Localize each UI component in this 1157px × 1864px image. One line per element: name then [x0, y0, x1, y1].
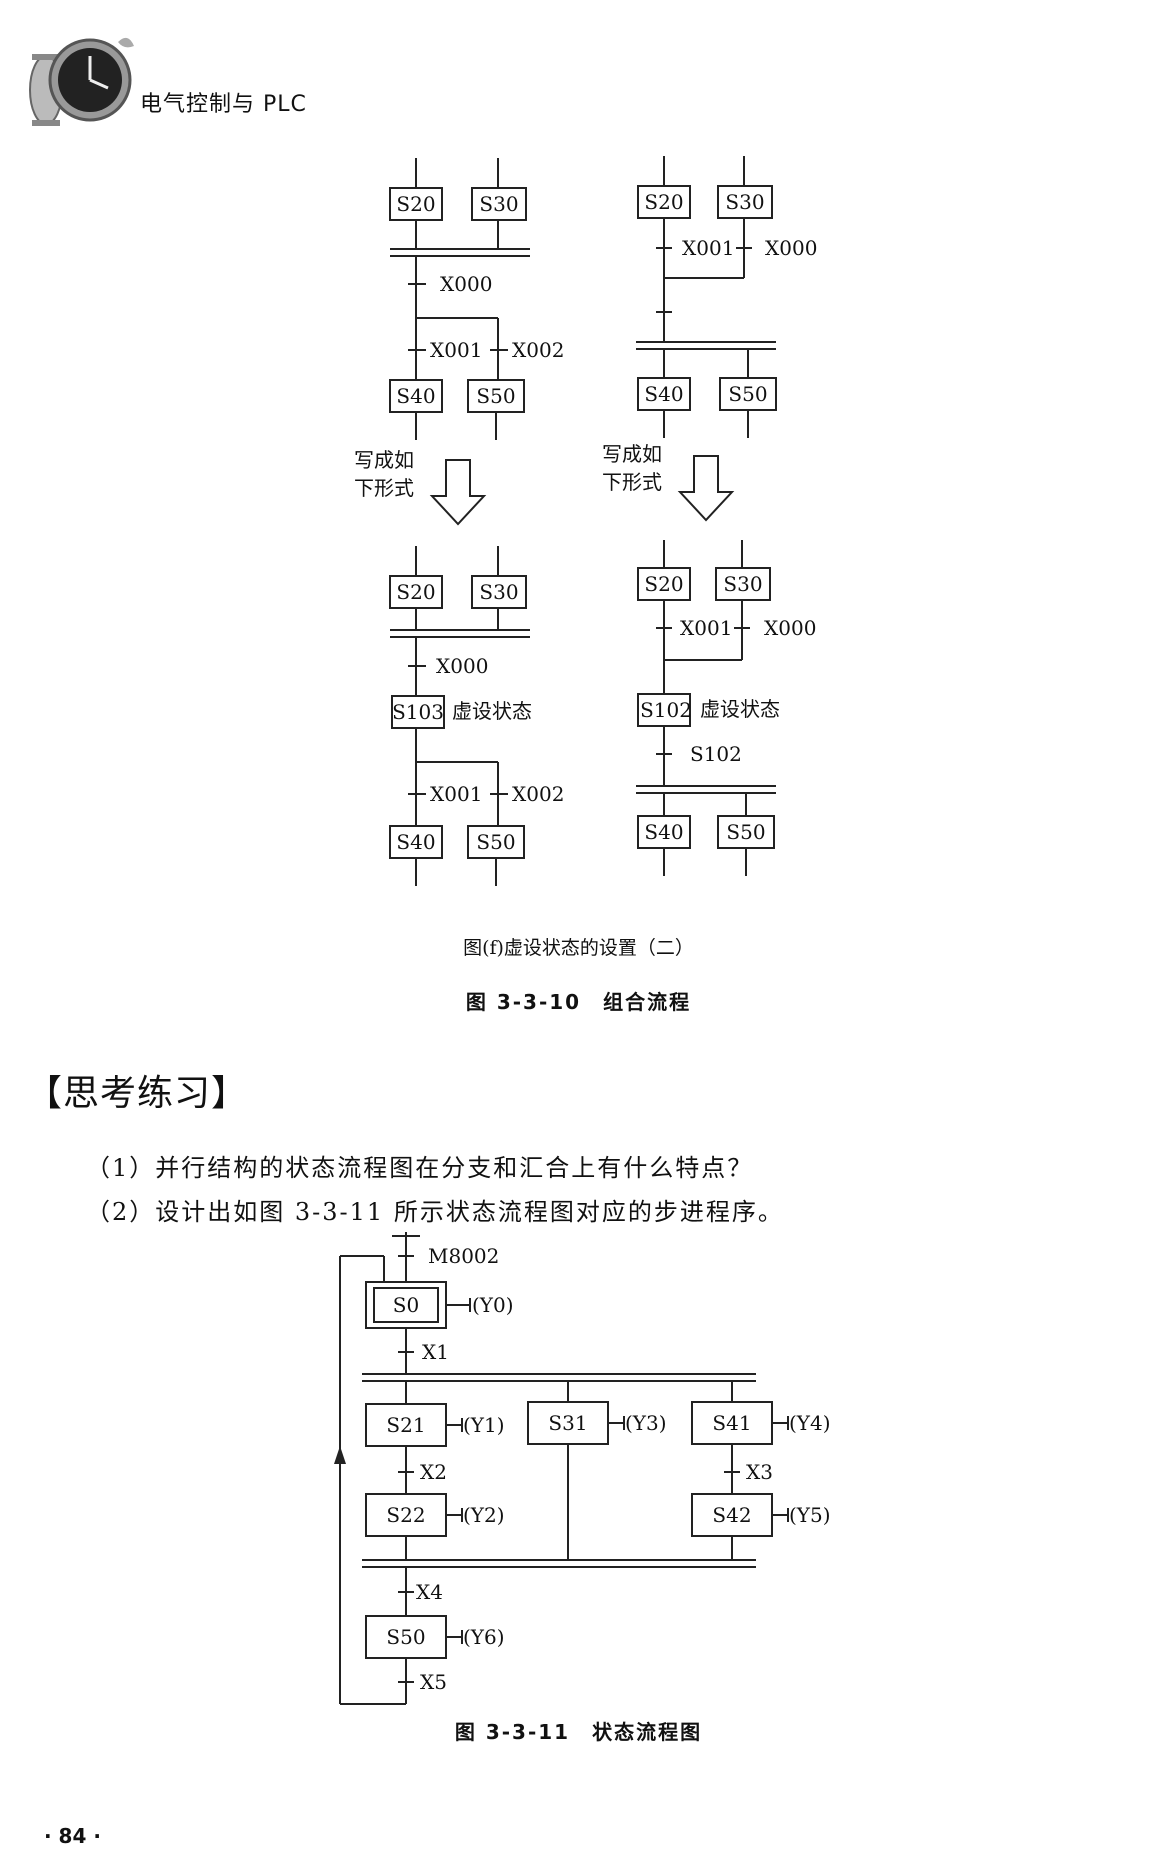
page-number: · 84 · — [44, 1824, 101, 1848]
label-s22: S22 — [386, 1503, 425, 1527]
figure-3-3-10: S20 S30 X000 X001 X002 S40 S50 — [354, 156, 817, 886]
label-s50-d: S50 — [726, 820, 765, 844]
header-title: 电气控制与 PLC — [140, 92, 307, 117]
diagram-d — [636, 540, 776, 876]
label-s30-c: S30 — [479, 580, 518, 604]
label-x000-d: X000 — [764, 616, 816, 640]
label-s21: S21 — [386, 1413, 425, 1437]
figure-caption-3-3-11: 图 3-3-11 状态流程图 — [454, 1720, 703, 1744]
label-s30: S30 — [479, 192, 518, 216]
label-y2: (Y2) — [463, 1503, 505, 1527]
label-y3: (Y3) — [625, 1411, 667, 1435]
label-s102-trans: S102 — [690, 742, 742, 766]
label-s102: S102 — [640, 698, 692, 722]
label-y6: (Y6) — [463, 1625, 505, 1649]
label-s40: S40 — [396, 384, 435, 408]
arrow-text-2-b: 下形式 — [602, 470, 662, 494]
label-y1: (Y1) — [463, 1413, 505, 1437]
label-x5: X5 — [420, 1670, 447, 1694]
label-x1: X1 — [422, 1340, 449, 1364]
question-2: （2）设计出如图 3-3-11 所示状态流程图对应的步进程序。 — [86, 1198, 784, 1226]
label-x3: X3 — [746, 1460, 773, 1484]
figure-caption-3-3-10: 图 3-3-10 组合流程 — [465, 990, 692, 1014]
label-s41: S41 — [712, 1411, 751, 1435]
label-s20-b: S20 — [644, 190, 683, 214]
down-arrow-icon — [677, 455, 735, 522]
arrow-text-1: 写成如 — [354, 448, 414, 472]
label-s31: S31 — [548, 1411, 587, 1435]
label-s30-d: S30 — [723, 572, 762, 596]
diagram-c — [389, 546, 530, 886]
label-x001-c: X001 — [430, 782, 482, 806]
label-virtual-c: 虚设状态 — [452, 699, 532, 723]
label-s30-b: S30 — [725, 190, 764, 214]
diagram-a — [389, 158, 530, 440]
label-s40-d: S40 — [644, 820, 683, 844]
label-s50: S50 — [476, 384, 515, 408]
section-title: 【思考练习】 — [26, 1073, 249, 1114]
label-s0: S0 — [393, 1293, 419, 1317]
label-x4: X4 — [416, 1580, 443, 1604]
label-s50: S50 — [386, 1625, 425, 1649]
label-s50-c: S50 — [476, 830, 515, 854]
label-s40-b: S40 — [644, 382, 683, 406]
label-x2: X2 — [420, 1460, 447, 1484]
figure-3-3-11: M8002 S0 (Y0) X1 S21 (Y1) S31 (Y3) S41 (… — [334, 1232, 831, 1705]
label-s20-d: S20 — [644, 572, 683, 596]
label-x000: X000 — [440, 272, 492, 296]
clock-logo-icon — [29, 37, 134, 126]
label-x002-c: X002 — [512, 782, 564, 806]
label-x002: X002 — [512, 338, 564, 362]
diagram-b — [636, 156, 777, 438]
down-arrow-icon — [429, 459, 487, 526]
label-s40-c: S40 — [396, 830, 435, 854]
figure-subcaption: 图(f)虚设状态的设置（二） — [463, 937, 694, 959]
label-m8002: M8002 — [428, 1244, 499, 1268]
label-s50-b: S50 — [728, 382, 767, 406]
label-y0: (Y0) — [472, 1293, 514, 1317]
label-s103: S103 — [392, 700, 444, 724]
label-s42: S42 — [712, 1503, 751, 1527]
label-x000-c: X000 — [436, 654, 488, 678]
label-s20: S20 — [396, 192, 435, 216]
label-virtual-d: 虚设状态 — [700, 697, 780, 721]
label-x000-b: X000 — [765, 236, 817, 260]
label-y4: (Y4) — [789, 1411, 831, 1435]
question-1: （1）并行结构的状态流程图在分支和汇合上有什么特点？ — [86, 1154, 754, 1182]
label-x001: X001 — [430, 338, 482, 362]
label-x001-d: X001 — [680, 616, 732, 640]
label-s20-c: S20 — [396, 580, 435, 604]
arrow-text-1-b: 写成如 — [602, 442, 662, 466]
label-y5: (Y5) — [789, 1503, 831, 1527]
up-arrow-icon — [334, 1446, 346, 1464]
arrow-text-2: 下形式 — [354, 476, 414, 500]
label-x001-b: X001 — [682, 236, 734, 260]
